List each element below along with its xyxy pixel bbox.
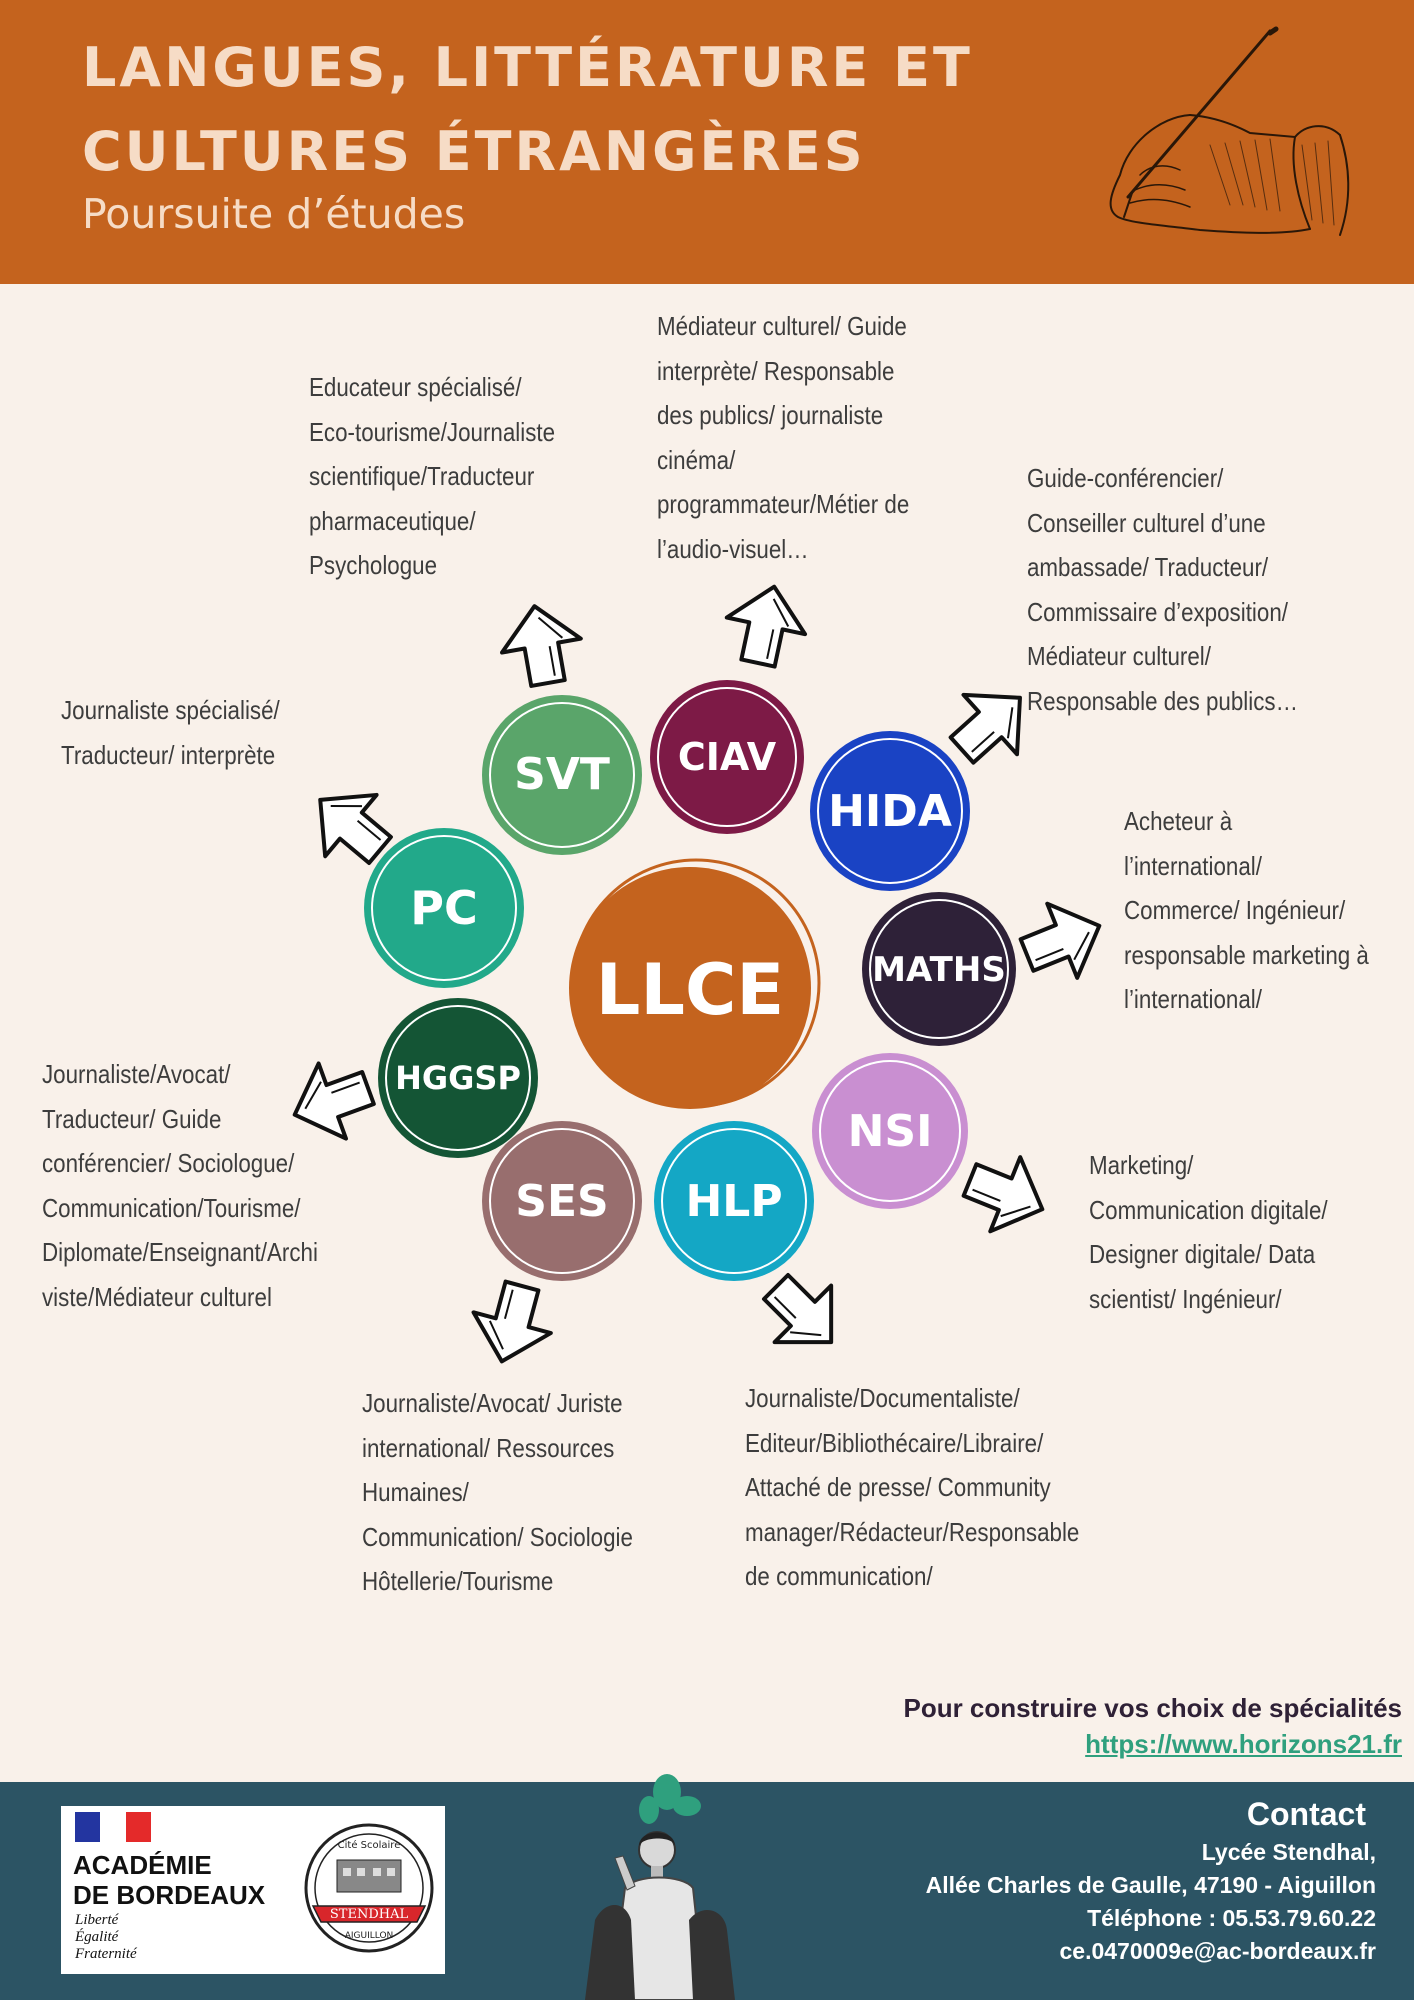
careers-pc: Journaliste spécialisé/ Traducteur/ inte… [61, 695, 280, 770]
horizons21-link[interactable]: https://www.horizons21.fr [1085, 1729, 1402, 1759]
contact-address: Allée Charles de Gaulle, 47190 - Aiguill… [925, 1872, 1376, 1898]
cta-text: Pour construire vos choix de spécialités [903, 1693, 1402, 1723]
stendhal-seal-logo: Cité Scolaire STENDHAL AIGUILLON [304, 1823, 434, 1953]
portrait-illustration [585, 1774, 735, 2000]
contact-block: Contact Lycée Stendhal, Allée Charles de… [926, 1792, 1376, 1968]
contact-name: Lycée Stendhal, [1201, 1839, 1376, 1865]
specialty-ciav: CIAV [650, 680, 804, 834]
specialty-hlp: HLP [654, 1121, 814, 1281]
page-subtitle: Poursuite d’études [82, 190, 466, 238]
title-line-2: CULTURES ÉTRANGÈRES [82, 120, 866, 183]
careers-svt: Educateur spécialisé/ Eco-tourisme/Journ… [309, 372, 556, 580]
specialty-diagram: LLCE SVT CIAV HIDA MATHS NSI HLP SES HGG… [279, 576, 1117, 1374]
specialty-label: HGGSP [395, 1059, 521, 1097]
devise-text: Liberté Égalité Fraternité [75, 1912, 137, 1962]
specialty-label: SES [515, 1176, 608, 1227]
careers-nsi: Marketing/ Communication digitale/ Desig… [1089, 1150, 1328, 1314]
french-flag-icon [75, 1812, 151, 1842]
llce-center: LLCE [569, 858, 821, 1109]
arrow-ses [461, 1273, 563, 1374]
header-banner: LANGUES, LITTÉRATURE ET CULTURES ÉTRANGÈ… [0, 0, 1414, 284]
specialty-hggsp: HGGSP [378, 998, 538, 1158]
svg-text:STENDHAL: STENDHAL [330, 1907, 409, 1922]
svg-text:AIGUILLON: AIGUILLON [345, 1931, 394, 1941]
llce-label: LLCE [596, 949, 784, 1031]
svg-text:Cité Scolaire: Cité Scolaire [338, 1839, 401, 1851]
specialty-label: SVT [514, 749, 610, 800]
specialty-nsi: NSI [812, 1053, 968, 1209]
careers-ses: Journaliste/Avocat/ Juriste internationa… [362, 1388, 633, 1596]
logo-panel: ACADÉMIE DE BORDEAUX Liberté Égalité Fra… [61, 1806, 445, 1974]
careers-maths: Acheteur à l’international/ Commerce/ In… [1124, 806, 1369, 1014]
arrow-nsi [953, 1140, 1060, 1249]
arrow-svt [493, 597, 590, 692]
arrow-hlp [748, 1259, 860, 1371]
specialty-svt: SVT [482, 695, 642, 855]
careers-hlp: Journaliste/Documentaliste/ Editeur/Bibl… [745, 1383, 1080, 1591]
careers-hida: Guide-conférencier/ Conseiller culturel … [1027, 463, 1298, 716]
careers-ciav: Médiateur culturel/ Guide interprète/ Re… [657, 311, 910, 564]
specialty-label: MATHS [872, 950, 1006, 990]
page-title: LANGUES, LITTÉRATURE ET CULTURES ÉTRANGÈ… [82, 26, 973, 194]
careers-hggsp: Journaliste/Avocat/ Traducteur/ Guide co… [42, 1059, 318, 1312]
arrow-ciav [716, 576, 816, 674]
specialty-ses: SES [482, 1121, 642, 1281]
arrow-maths [1010, 886, 1117, 995]
title-line-1: LANGUES, LITTÉRATURE ET [82, 36, 973, 99]
specialty-label: HIDA [828, 786, 952, 837]
contact-phone: Téléphone : 05.53.79.60.22 [1087, 1905, 1376, 1931]
contact-title: Contact [1246, 1796, 1366, 1832]
hand-writing-illustration [1109, 26, 1350, 236]
academie-logo-text: ACADÉMIE DE BORDEAUX [73, 1850, 266, 1910]
specialty-label: CIAV [678, 735, 777, 779]
specialty-label: HLP [685, 1176, 782, 1227]
specialty-label: NSI [848, 1106, 933, 1157]
specialty-pc: PC [364, 828, 524, 988]
specialty-maths: MATHS [862, 892, 1016, 1046]
specialty-hida: HIDA [810, 731, 970, 891]
specialty-label: PC [410, 881, 477, 935]
contact-email[interactable]: ce.0470009e@ac-bordeaux.fr [1059, 1938, 1377, 1964]
arrow-hggsp [279, 1048, 384, 1155]
